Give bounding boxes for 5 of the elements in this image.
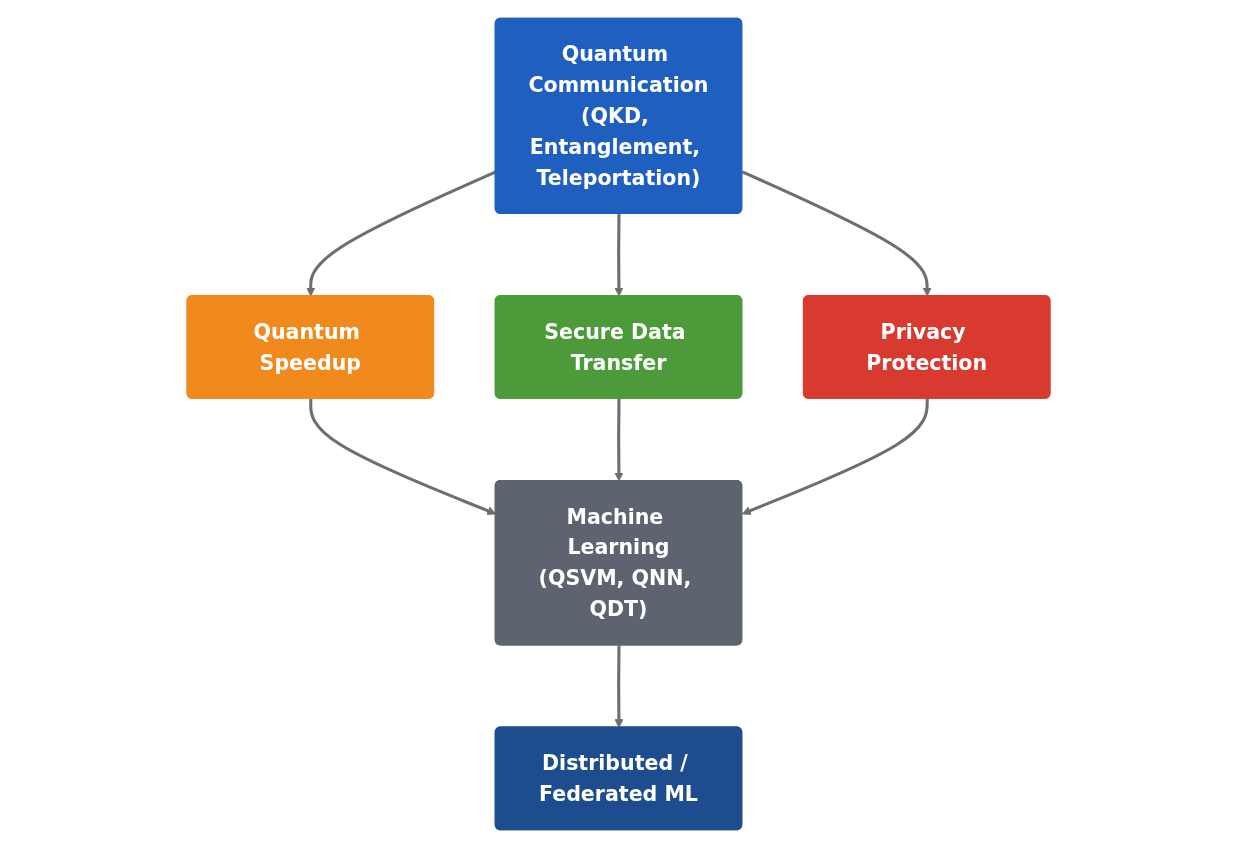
arrow — [741, 398, 929, 516]
arrow — [614, 213, 624, 297]
arrow — [614, 398, 624, 482]
arrow — [614, 645, 624, 728]
arrow — [741, 170, 932, 297]
